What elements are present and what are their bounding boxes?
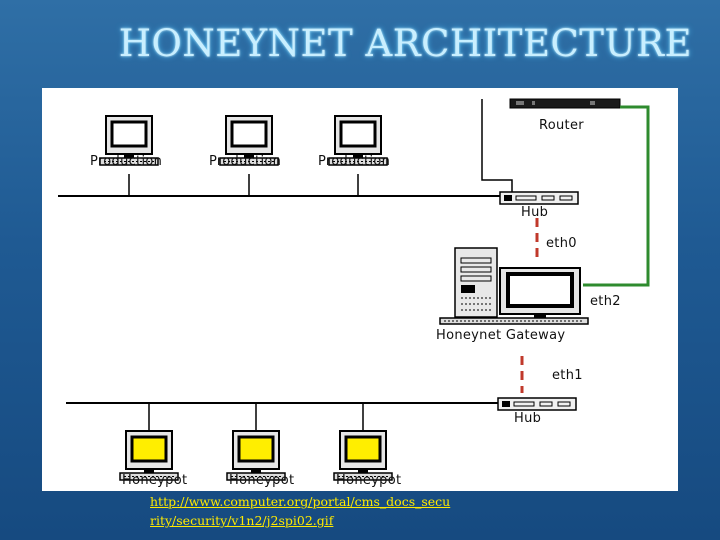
- honeypot-label: Honeypot: [336, 473, 402, 488]
- hub-icon: [499, 191, 579, 205]
- slide-title: HONEYNET ARCHITECTURE: [118, 22, 692, 65]
- source-link-line2[interactable]: rity/security/v1n2/j2spi02.gif: [150, 513, 334, 528]
- honeypot-label: Honeypot: [122, 473, 188, 488]
- router-icon: [509, 98, 621, 109]
- production-label: Production: [209, 154, 282, 169]
- eth0-label: eth0: [546, 236, 577, 251]
- eth2-label: eth2: [590, 294, 621, 309]
- gateway-label: Honeynet Gateway: [436, 328, 566, 343]
- eth2-cable: [583, 105, 650, 287]
- honeypot-label: Honeypot: [229, 473, 295, 488]
- hub-icon: [497, 397, 577, 411]
- source-link[interactable]: http://www.computer.org/portal/cms_docs_…: [150, 492, 530, 530]
- diagram-canvas: [58, 98, 650, 482]
- router-label: Router: [539, 118, 584, 133]
- network-diagram: Router Production Production Production …: [42, 88, 678, 491]
- production-label: Production: [318, 154, 391, 169]
- source-link-line1[interactable]: http://www.computer.org/portal/cms_docs_…: [150, 494, 451, 509]
- hub-bottom-label: Hub: [514, 411, 542, 426]
- hub-top-label: Hub: [521, 205, 549, 220]
- production-label: Production: [90, 154, 163, 169]
- gateway-monitor-icon: [499, 267, 581, 318]
- router-hub-cable: [481, 99, 513, 192]
- server-tower-icon: [454, 247, 498, 318]
- eth1-label: eth1: [552, 368, 583, 383]
